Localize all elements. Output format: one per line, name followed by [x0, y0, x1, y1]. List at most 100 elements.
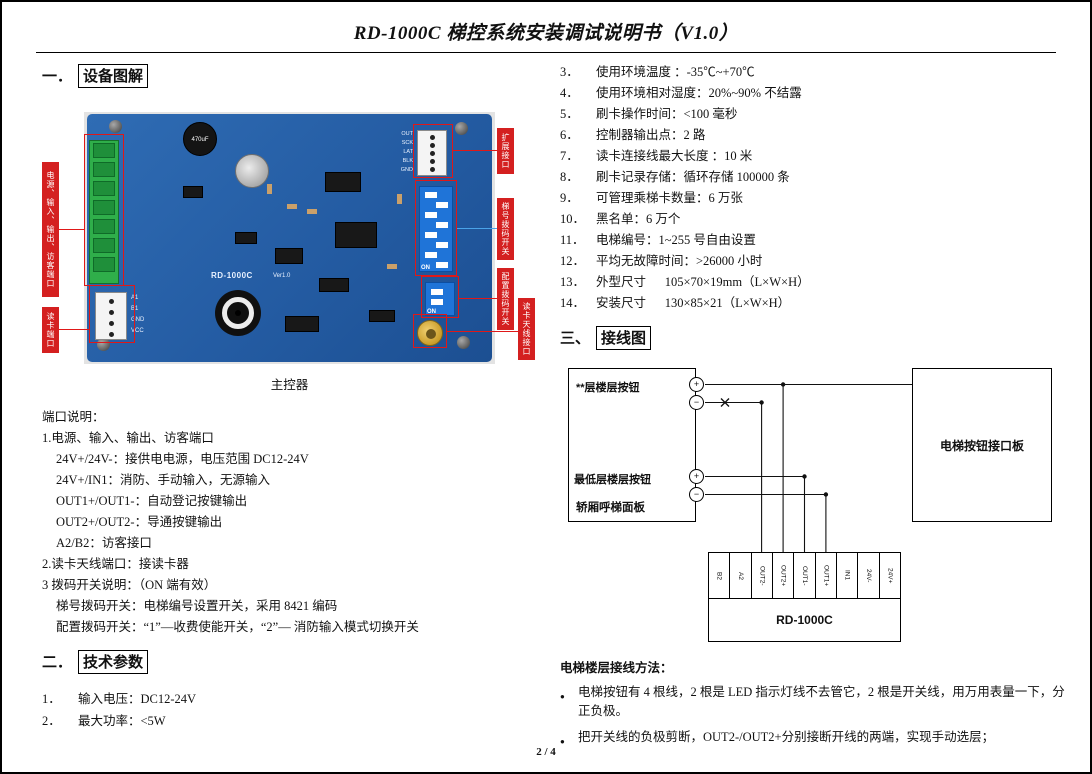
- leader-line: [453, 150, 497, 151]
- screw-icon: [109, 120, 122, 133]
- annotation-power-terminal: [84, 134, 124, 286]
- tech-params-right: 3．使用环境温度 ：-35℃~+70℃ 4．使用环境相对湿度：20%~90% 不…: [560, 62, 1065, 314]
- section-3-heading: 三、接线图: [560, 326, 1065, 350]
- leader-line: [447, 331, 518, 332]
- dip8-on-label: ON: [421, 265, 430, 271]
- controller-box: B2 A2 OUT2- OUT2+ OUT1- OUT1+ IN1 24V- 2…: [708, 552, 901, 642]
- ic-chip: [325, 172, 361, 192]
- ic-chip: [369, 310, 395, 322]
- label-config-dip: 配置拨码开关: [497, 268, 514, 330]
- annotation-dip2: [421, 276, 459, 318]
- section-2-heading: 二． 技术参数: [42, 650, 536, 674]
- section-2-title: 技术参数: [78, 650, 149, 674]
- minus-terminal-icon: −: [689, 487, 704, 502]
- tech-item: 14．安装尺寸 130×85×21（L×W×H）: [560, 296, 791, 310]
- ic-chip: [183, 186, 203, 198]
- power-io-terminal-block: [89, 140, 119, 284]
- leader-line: [459, 298, 497, 299]
- wiring-method: 电梯楼层接线方法： ● 电梯按钮有 4 根线，2 根是 LED 指示灯线不去管它…: [560, 657, 1065, 751]
- terminal: OUT2-: [752, 553, 773, 598]
- leader-line: [59, 229, 84, 230]
- ic-chip: [285, 316, 319, 332]
- bullet-icon: ●: [560, 692, 565, 701]
- plus-terminal-icon: +: [689, 377, 704, 392]
- elevator-button-interface-box: 电梯按钮接口板: [912, 368, 1052, 522]
- method-bullet: ● 把开关线的负极剪断，OUT2-/OUT2+分别接断开线的两端，实现手动选层；: [560, 728, 1065, 751]
- title-divider: [36, 52, 1056, 53]
- expansion-pin-labels: OUT SCK LAT BLK GND: [400, 131, 413, 173]
- page-number: 2 / 4: [536, 746, 556, 758]
- antenna-sma-connector: [417, 320, 443, 346]
- screw-icon: [455, 122, 468, 135]
- terminal: 24V+: [886, 567, 894, 584]
- lowest-floor-button-label: 最低层楼层按钮: [574, 474, 651, 486]
- annotation-antenna: [413, 314, 447, 348]
- section-2-number: 二．: [42, 654, 73, 671]
- port-desc-line: OUT1+/OUT1-：自动登记按键输出: [56, 494, 248, 508]
- buzzer: [215, 290, 261, 336]
- tech-item: 1．输入电压：DC12-24V: [42, 692, 197, 706]
- annotation-expansion-port: [413, 124, 453, 178]
- port-desc-line: 1.电源、输入、输出、访客端口: [42, 431, 214, 445]
- port-desc-line: OUT2+/OUT2-：导通按键输出: [56, 515, 223, 529]
- electrolytic-capacitor: 470uF: [183, 122, 217, 156]
- dip2-on-label: ON: [427, 309, 436, 315]
- board-silkscreen: RD-1000C: [211, 271, 253, 280]
- label-expansion-port: 扩展接口: [497, 128, 514, 174]
- annotation-dip8: [415, 180, 457, 276]
- leader-line-blue: [457, 228, 497, 229]
- tech-item: 7．读卡连接线最大长度 ：10 米: [560, 149, 753, 163]
- wiring-method-heading: 电梯楼层接线方法：: [560, 661, 673, 675]
- section-3-title: 接线图: [596, 326, 652, 350]
- port-desc-line: 2.读卡天线端口：接读卡器: [42, 557, 189, 571]
- left-column: 一． 设备图解 A1 B1 GND VCC 470uF: [42, 64, 536, 732]
- label-power-io-port: 电源、输入、输出、访客端口: [42, 162, 59, 297]
- ic-chip: [235, 232, 257, 244]
- port-desc-line: 梯号拨码开关：电梯编号设置开关，采用 8421 编码: [56, 599, 338, 613]
- tech-item: 10．黑名单：6 万个: [560, 212, 681, 226]
- board-version: Ver1.0: [273, 273, 291, 279]
- terminal: A2: [730, 553, 752, 598]
- leader-line: [59, 329, 89, 330]
- screw-icon: [97, 338, 110, 351]
- section-1-heading: 一． 设备图解: [42, 64, 536, 88]
- elevator-number-dip-switch: [419, 186, 453, 272]
- tech-item: 2．最大功率：<5W: [42, 714, 166, 728]
- tech-item: 4．使用环境相对湿度：20%~90% 不结露: [560, 86, 802, 100]
- label-reader-port: 读卡端口: [42, 307, 59, 353]
- terminal: 24V-: [858, 553, 880, 598]
- top-floor-button-label: **层楼层按钮: [576, 382, 640, 394]
- plus-terminal-icon: +: [689, 469, 704, 484]
- tech-item: 5．刷卡操作时间：<100 毫秒: [560, 107, 738, 121]
- mcu-chip: [335, 222, 377, 248]
- tech-item: 13．外型尺寸 105×70×19mm（L×W×H）: [560, 275, 810, 289]
- terminal: B2: [709, 553, 731, 598]
- tech-item: 11．电梯编号：1~255 号自由设置: [560, 233, 756, 247]
- port-desc-line: 24V+/24V-：接供电电源，电压范围 DC12-24V: [56, 452, 309, 466]
- pcb-photo-figure: A1 B1 GND VCC 470uF: [42, 112, 536, 366]
- label-antenna-port: 读卡天线接口: [518, 298, 535, 360]
- car-call-panel-box: **层楼层按钮 最低层楼层按钮 轿厢呼梯面板: [568, 368, 696, 522]
- label-elevator-dip: 梯号拨码开关: [497, 198, 514, 260]
- bullet-icon: ●: [560, 737, 565, 746]
- reader-connector: [95, 292, 127, 340]
- port-desc-heading: 端口说明：: [42, 410, 105, 424]
- terminal: OUT2+: [773, 553, 795, 598]
- car-call-panel-label: 轿厢呼梯面板: [576, 502, 645, 514]
- section-1-title: 设备图解: [78, 64, 149, 88]
- terminal: OUT1-: [794, 553, 816, 598]
- port-desc-line: 24V+/IN1：消防、手动输入，无源输入: [56, 473, 270, 487]
- section-3-number: 三、: [560, 330, 591, 347]
- minus-terminal-icon: −: [689, 395, 704, 410]
- port-desc-line: A2/B2：访客接口: [56, 536, 152, 550]
- controller-board: A1 B1 GND VCC 470uF: [87, 114, 492, 362]
- right-column: 3．使用环境温度 ：-35℃~+70℃ 4．使用环境相对湿度：20%~90% 不…: [560, 58, 1065, 751]
- annotation-reader-port: [89, 285, 135, 343]
- document-title: RD-1000C 梯控系统安装调试说明书（V1.0）: [353, 23, 739, 44]
- tech-item: 12．平均无故障时间：>26000 小时: [560, 254, 763, 268]
- inductor-coil: [235, 154, 269, 188]
- figure-caption: 主控器: [270, 378, 309, 392]
- section-1-number: 一．: [42, 68, 73, 85]
- wiring-lines: [705, 382, 912, 552]
